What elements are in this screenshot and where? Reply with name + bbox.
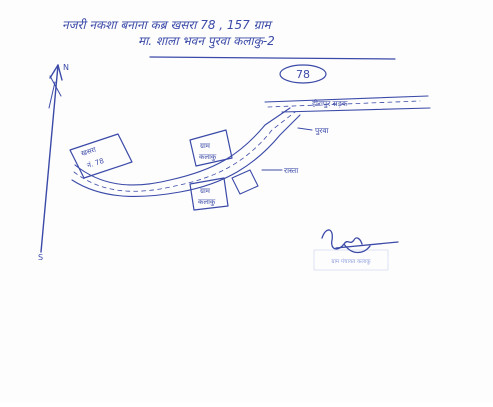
road-top-line-2 [281,107,431,113]
plot-main-box [69,133,133,179]
heading-line-2: मा. शाला भवन पुरवा कलाकु-2 [138,34,275,49]
plot-top-label-2: कलाकु [199,153,217,161]
compass-south: S [38,253,43,262]
compass-arrow-icon [49,64,63,81]
main-road-edge-2 [71,114,301,198]
stamp-text: ग्राम पंचायत कलाकु [331,258,371,265]
plot-top-box [189,129,233,167]
pointer-label: रास्ता [284,166,299,175]
small-structure [231,169,259,195]
sheet-number: 78 [296,68,310,81]
heading-underline [149,56,396,60]
signature [321,229,399,254]
main-road-centerline [73,111,296,192]
plot-bottom-box [189,177,229,211]
plot-top-label-1: ग्राम [200,142,211,150]
village-label: पुरवा [315,126,329,136]
sheet-number-ellipse [279,64,327,84]
road-top-centerline [267,100,421,108]
plot-bottom-label-2: कलाकु [198,198,216,206]
main-road-edge-1 [74,107,291,186]
plot-main-label-1: खसरा [80,146,97,158]
plot-main-label-2: नं. 78 [86,157,105,170]
compass-line [40,64,59,253]
official-stamp: ग्राम पंचायत कलाकु [313,249,389,271]
village-pointer [297,127,313,131]
road-top-line-1 [264,95,429,103]
compass-hatch [48,75,62,109]
road-top-label: हीरापुर सड़क [312,99,348,109]
plot-bottom-label-1: ग्राम [200,187,211,195]
compass-north: N [63,63,69,72]
heading-line-1: नजरी नकशा बनाना कब्र खसरा 78 , 157 ग्राम [62,18,274,32]
